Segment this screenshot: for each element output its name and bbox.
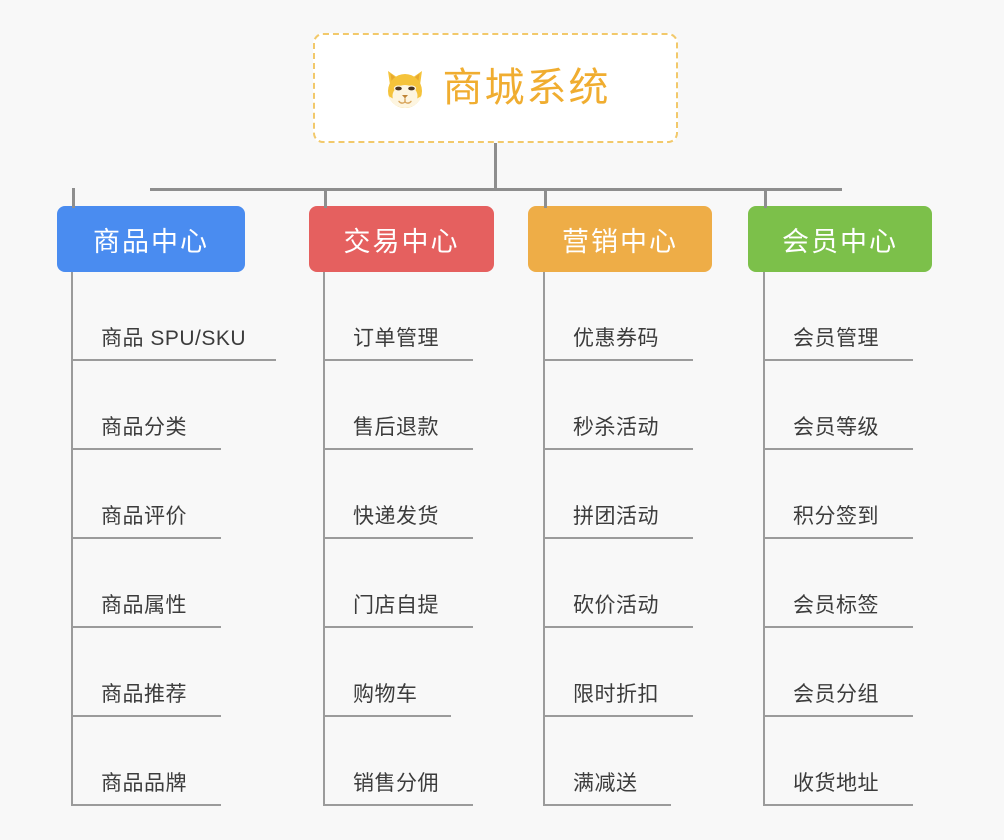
branch-drop-connector-2: [323, 188, 327, 208]
leaf-item-underline: [763, 626, 913, 628]
root-stem-connector: [494, 143, 497, 190]
leaf-item-label: 商品推荐: [101, 683, 187, 706]
leaf-item[interactable]: 会员管理: [763, 272, 923, 361]
leaf-item-label: 购物车: [353, 683, 418, 706]
category-header-label: 交易中心: [343, 226, 460, 257]
leaf-item-label: 优惠券码: [573, 327, 659, 350]
leaf-item[interactable]: 商品品牌: [71, 717, 231, 806]
leaf-item-label: 快递发货: [353, 505, 439, 528]
leaf-item-label: 秒杀活动: [573, 416, 659, 439]
leaf-item-label: 会员分组: [793, 683, 879, 706]
leaf-item-underline: [71, 448, 221, 450]
leaf-item[interactable]: 收货地址: [763, 717, 923, 806]
leaf-item-label: 门店自提: [353, 594, 439, 617]
category-header-label: 商品中心: [93, 226, 209, 257]
category-header-3[interactable]: 营销中心: [528, 206, 712, 272]
column-spine: [323, 272, 325, 806]
leaf-item-underline: [543, 626, 693, 628]
leaf-item[interactable]: 商品推荐: [71, 628, 231, 717]
category-header-label: 会员中心: [782, 226, 898, 257]
column-spine: [763, 272, 765, 806]
leaf-item-label: 会员等级: [793, 416, 879, 439]
leaf-item-label: 会员管理: [793, 327, 879, 350]
leaf-item-underline: [543, 804, 671, 806]
leaf-item-underline: [763, 359, 913, 361]
leaf-item-label: 商品品牌: [101, 772, 187, 795]
leaf-item-label: 订单管理: [353, 327, 439, 350]
leaf-item[interactable]: 会员分组: [763, 628, 923, 717]
leaf-item-underline: [323, 626, 473, 628]
leaf-item[interactable]: 门店自提: [323, 539, 483, 628]
leaf-item-underline: [71, 359, 276, 361]
leaf-item-label: 商品评价: [101, 505, 187, 528]
leaf-item-underline: [323, 359, 473, 361]
leaf-item[interactable]: 满减送: [543, 717, 681, 806]
leaf-item-underline: [543, 359, 693, 361]
leaf-item[interactable]: 商品 SPU/SKU: [71, 272, 286, 361]
category-header-4[interactable]: 会员中心: [748, 206, 932, 272]
leaf-item[interactable]: 会员标签: [763, 539, 923, 628]
leaf-item[interactable]: 购物车: [323, 628, 461, 717]
leaf-item-label: 限时折扣: [573, 683, 659, 706]
leaf-item-underline: [763, 804, 913, 806]
root-node[interactable]: 商城系统: [313, 33, 678, 143]
leaf-item-label: 满减送: [573, 772, 638, 795]
leaf-item[interactable]: 订单管理: [323, 272, 483, 361]
leaf-item-label: 拼团活动: [573, 505, 659, 528]
leaf-item-label: 商品分类: [101, 416, 187, 439]
category-header-1[interactable]: 商品中心: [57, 206, 245, 272]
leaf-item-label: 收货地址: [793, 772, 879, 795]
leaf-item-underline: [323, 537, 473, 539]
leaf-item-underline: [323, 804, 473, 806]
category-header-2[interactable]: 交易中心: [309, 206, 494, 272]
leaf-item-underline: [543, 715, 693, 717]
leaf-item[interactable]: 商品属性: [71, 539, 231, 628]
branch-drop-connector-4: [763, 188, 767, 208]
leaf-item-underline: [71, 626, 221, 628]
leaf-item[interactable]: 优惠券码: [543, 272, 703, 361]
leaf-item[interactable]: 售后退款: [323, 361, 483, 450]
leaf-item-underline: [323, 715, 451, 717]
leaf-item[interactable]: 砍价活动: [543, 539, 703, 628]
leaf-item[interactable]: 会员等级: [763, 361, 923, 450]
leaf-item-label: 销售分佣: [353, 772, 439, 795]
leaf-item-label: 售后退款: [353, 416, 439, 439]
shiba-dog-icon: [381, 65, 429, 113]
leaf-item-label: 砍价活动: [573, 594, 659, 617]
leaf-item-underline: [543, 448, 693, 450]
category-header-label: 营销中心: [562, 226, 678, 257]
leaf-item-underline: [71, 715, 221, 717]
root-title: 商城系统: [442, 66, 611, 110]
horizontal-bus-connector: [150, 188, 842, 191]
column-spine: [543, 272, 545, 806]
branch-drop-connector-3: [543, 188, 547, 208]
leaf-item-underline: [71, 537, 221, 539]
leaf-item-underline: [71, 804, 221, 806]
leaf-item-underline: [763, 715, 913, 717]
leaf-item[interactable]: 拼团活动: [543, 450, 703, 539]
leaf-item[interactable]: 秒杀活动: [543, 361, 703, 450]
leaf-item[interactable]: 限时折扣: [543, 628, 703, 717]
column-spine: [71, 272, 73, 806]
leaf-item-underline: [543, 537, 693, 539]
leaf-item[interactable]: 商品评价: [71, 450, 231, 539]
leaf-item[interactable]: 销售分佣: [323, 717, 483, 806]
leaf-item-label: 商品属性: [101, 594, 187, 617]
leaf-item[interactable]: 商品分类: [71, 361, 231, 450]
leaf-item[interactable]: 积分签到: [763, 450, 923, 539]
leaf-item-underline: [763, 537, 913, 539]
leaf-item-label: 商品 SPU/SKU: [101, 327, 247, 350]
branch-drop-connector-1: [71, 188, 75, 208]
leaf-item-underline: [763, 448, 913, 450]
leaf-item-label: 积分签到: [793, 505, 879, 528]
leaf-item[interactable]: 快递发货: [323, 450, 483, 539]
leaf-item-underline: [323, 448, 473, 450]
leaf-item-label: 会员标签: [793, 594, 879, 617]
